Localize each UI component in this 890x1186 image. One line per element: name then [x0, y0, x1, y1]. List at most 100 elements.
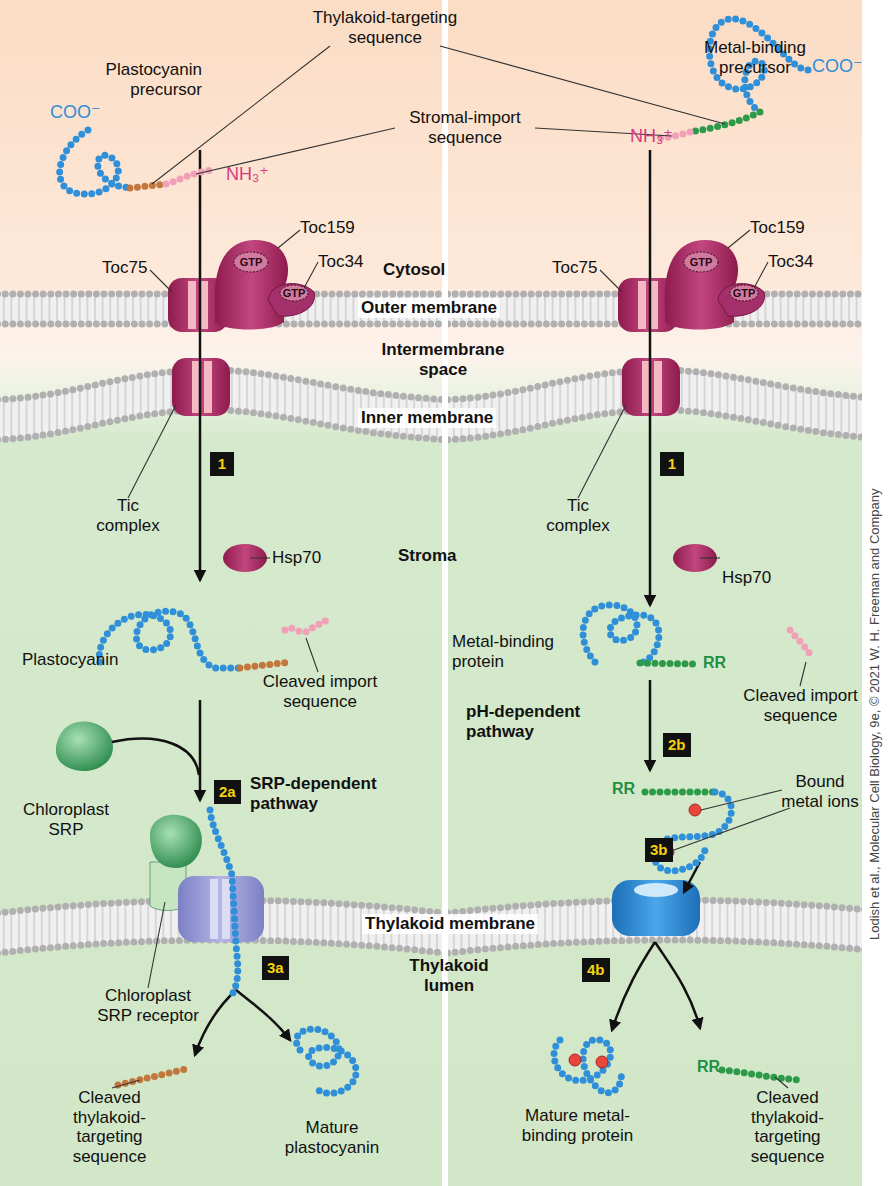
callout-number: 3a	[262, 956, 289, 980]
polypeptide-chain	[583, 605, 659, 663]
leader-line	[578, 230, 768, 498]
metal-ion	[596, 1056, 608, 1068]
import-sequence	[790, 630, 812, 658]
arrows	[112, 150, 700, 1055]
flow-arrow	[649, 150, 652, 605]
node-text: GTP	[729, 284, 759, 302]
polypeptide-chain	[60, 130, 130, 194]
region-label: Cytosol	[383, 260, 445, 280]
flow-arrow	[199, 700, 202, 800]
channel-opening	[634, 883, 678, 897]
protein-label: Metal-binding precursor	[690, 38, 820, 77]
channel-stripe	[210, 879, 218, 939]
membrane-label: Inner membrane	[358, 408, 496, 428]
annotation-label: Bound metal ions	[775, 772, 865, 811]
leader-lines	[112, 46, 806, 1088]
channel-stripe	[222, 879, 230, 939]
annotation-label: Cleaved import sequence	[255, 672, 385, 711]
polypeptide-chain	[554, 1040, 621, 1093]
targeting-sequence	[640, 663, 698, 664]
targeting-sequence	[690, 112, 760, 132]
targeting-sequence	[645, 789, 715, 796]
toc-tic-complex	[168, 240, 315, 572]
terminus-label: NH₃⁺	[630, 126, 673, 147]
polypeptide-chain	[210, 810, 238, 995]
terminus-label: COO⁻	[812, 56, 863, 77]
motif-label: RR	[612, 780, 635, 798]
targeting-sequence	[722, 1070, 800, 1080]
annotation-label: Cleaved thylakoid-targeting sequence	[735, 1088, 840, 1166]
oval-shape	[684, 252, 718, 272]
leader-line	[306, 638, 806, 850]
gtp-oval: GTP	[683, 251, 719, 273]
terminus-label: NH₃⁺	[226, 164, 269, 185]
srp-symbol	[150, 815, 202, 868]
import-sequence	[285, 620, 326, 632]
annotation-label: Cleaved thylakoid-targeting sequence	[62, 1088, 157, 1166]
region-label: Thylakoid lumen	[404, 956, 494, 995]
membrane-label: Thylakoid membrane	[362, 914, 538, 934]
node-text: GTP	[233, 251, 269, 273]
flow-arrow	[649, 680, 652, 770]
flow-arrow	[612, 942, 655, 1030]
callout-number: 4b	[582, 958, 610, 982]
left-panel	[0, 0, 442, 1186]
part-label: Hsp70	[722, 568, 771, 588]
protein-label: Plastocyanin	[22, 650, 118, 670]
annotation-label: Stromal-import sequence	[385, 108, 545, 147]
pathway-label: SRP-dependent pathway	[250, 774, 390, 813]
srp-symbol	[56, 722, 113, 771]
polypeptide-chain	[99, 611, 240, 668]
callout-number: 1	[660, 452, 684, 476]
polypeptides	[60, 19, 812, 1093]
flow-arrow	[199, 150, 202, 580]
targeting-sequence	[130, 184, 166, 188]
part-label: Chloroplast SRP	[16, 800, 116, 839]
leader-line	[152, 46, 725, 184]
motif-label: RR	[703, 654, 726, 672]
protein-label: Mature plastocyanin	[262, 1118, 402, 1157]
watermark: Lodish et al., Molecular Cell Biology, 9…	[868, 488, 883, 940]
part-label: Toc159	[300, 218, 355, 238]
gtp-oval: GTP	[729, 284, 759, 302]
pathway-label: pH-dependent pathway	[466, 702, 606, 741]
terminus-label: COO⁻	[50, 102, 101, 123]
region-label: Intermembrane space	[368, 340, 518, 379]
part-label: Chloroplast SRP receptor	[88, 986, 208, 1025]
gtp-oval: GTP	[279, 284, 309, 302]
metal-ion	[689, 804, 701, 816]
node-text: GTP	[683, 251, 719, 273]
part-label: Toc34	[768, 252, 813, 272]
part-label: Tic complex	[538, 496, 618, 535]
protein-label: Mature metal-binding protein	[515, 1106, 640, 1145]
translocon-symbol	[178, 876, 264, 942]
flow-arrow	[236, 990, 290, 1040]
targeting-sequence	[240, 662, 290, 668]
membrane-label: Outer membrane	[358, 298, 500, 318]
targeting-sequence	[118, 1068, 190, 1085]
oval-shape	[730, 285, 758, 301]
flow-arrow	[655, 942, 700, 1028]
region-label: Stroma	[398, 546, 457, 566]
part-label: Hsp70	[272, 548, 321, 568]
callout-number: 1	[210, 452, 234, 476]
right-panel	[448, 0, 862, 1186]
leader-line	[128, 230, 318, 498]
node-text: GTP	[279, 284, 309, 302]
flow-arrow	[195, 990, 236, 1055]
callout-number: 3b	[645, 838, 673, 862]
part-label: Toc75	[102, 258, 147, 278]
import-sequence	[166, 170, 214, 184]
annotation-label: Cleaved import sequence	[738, 686, 863, 725]
toc-tic-complex	[618, 240, 765, 572]
polypeptide-chain	[296, 1029, 356, 1093]
callout-number: 2a	[214, 780, 241, 804]
protein-label: Metal-binding protein	[452, 632, 572, 671]
callout-number: 2b	[663, 733, 691, 757]
oval-shape	[234, 252, 268, 272]
motif-label: RR	[697, 1058, 720, 1076]
metal-ion	[569, 1054, 581, 1066]
part-label: Toc159	[750, 218, 805, 238]
part-label: Toc34	[318, 252, 363, 272]
